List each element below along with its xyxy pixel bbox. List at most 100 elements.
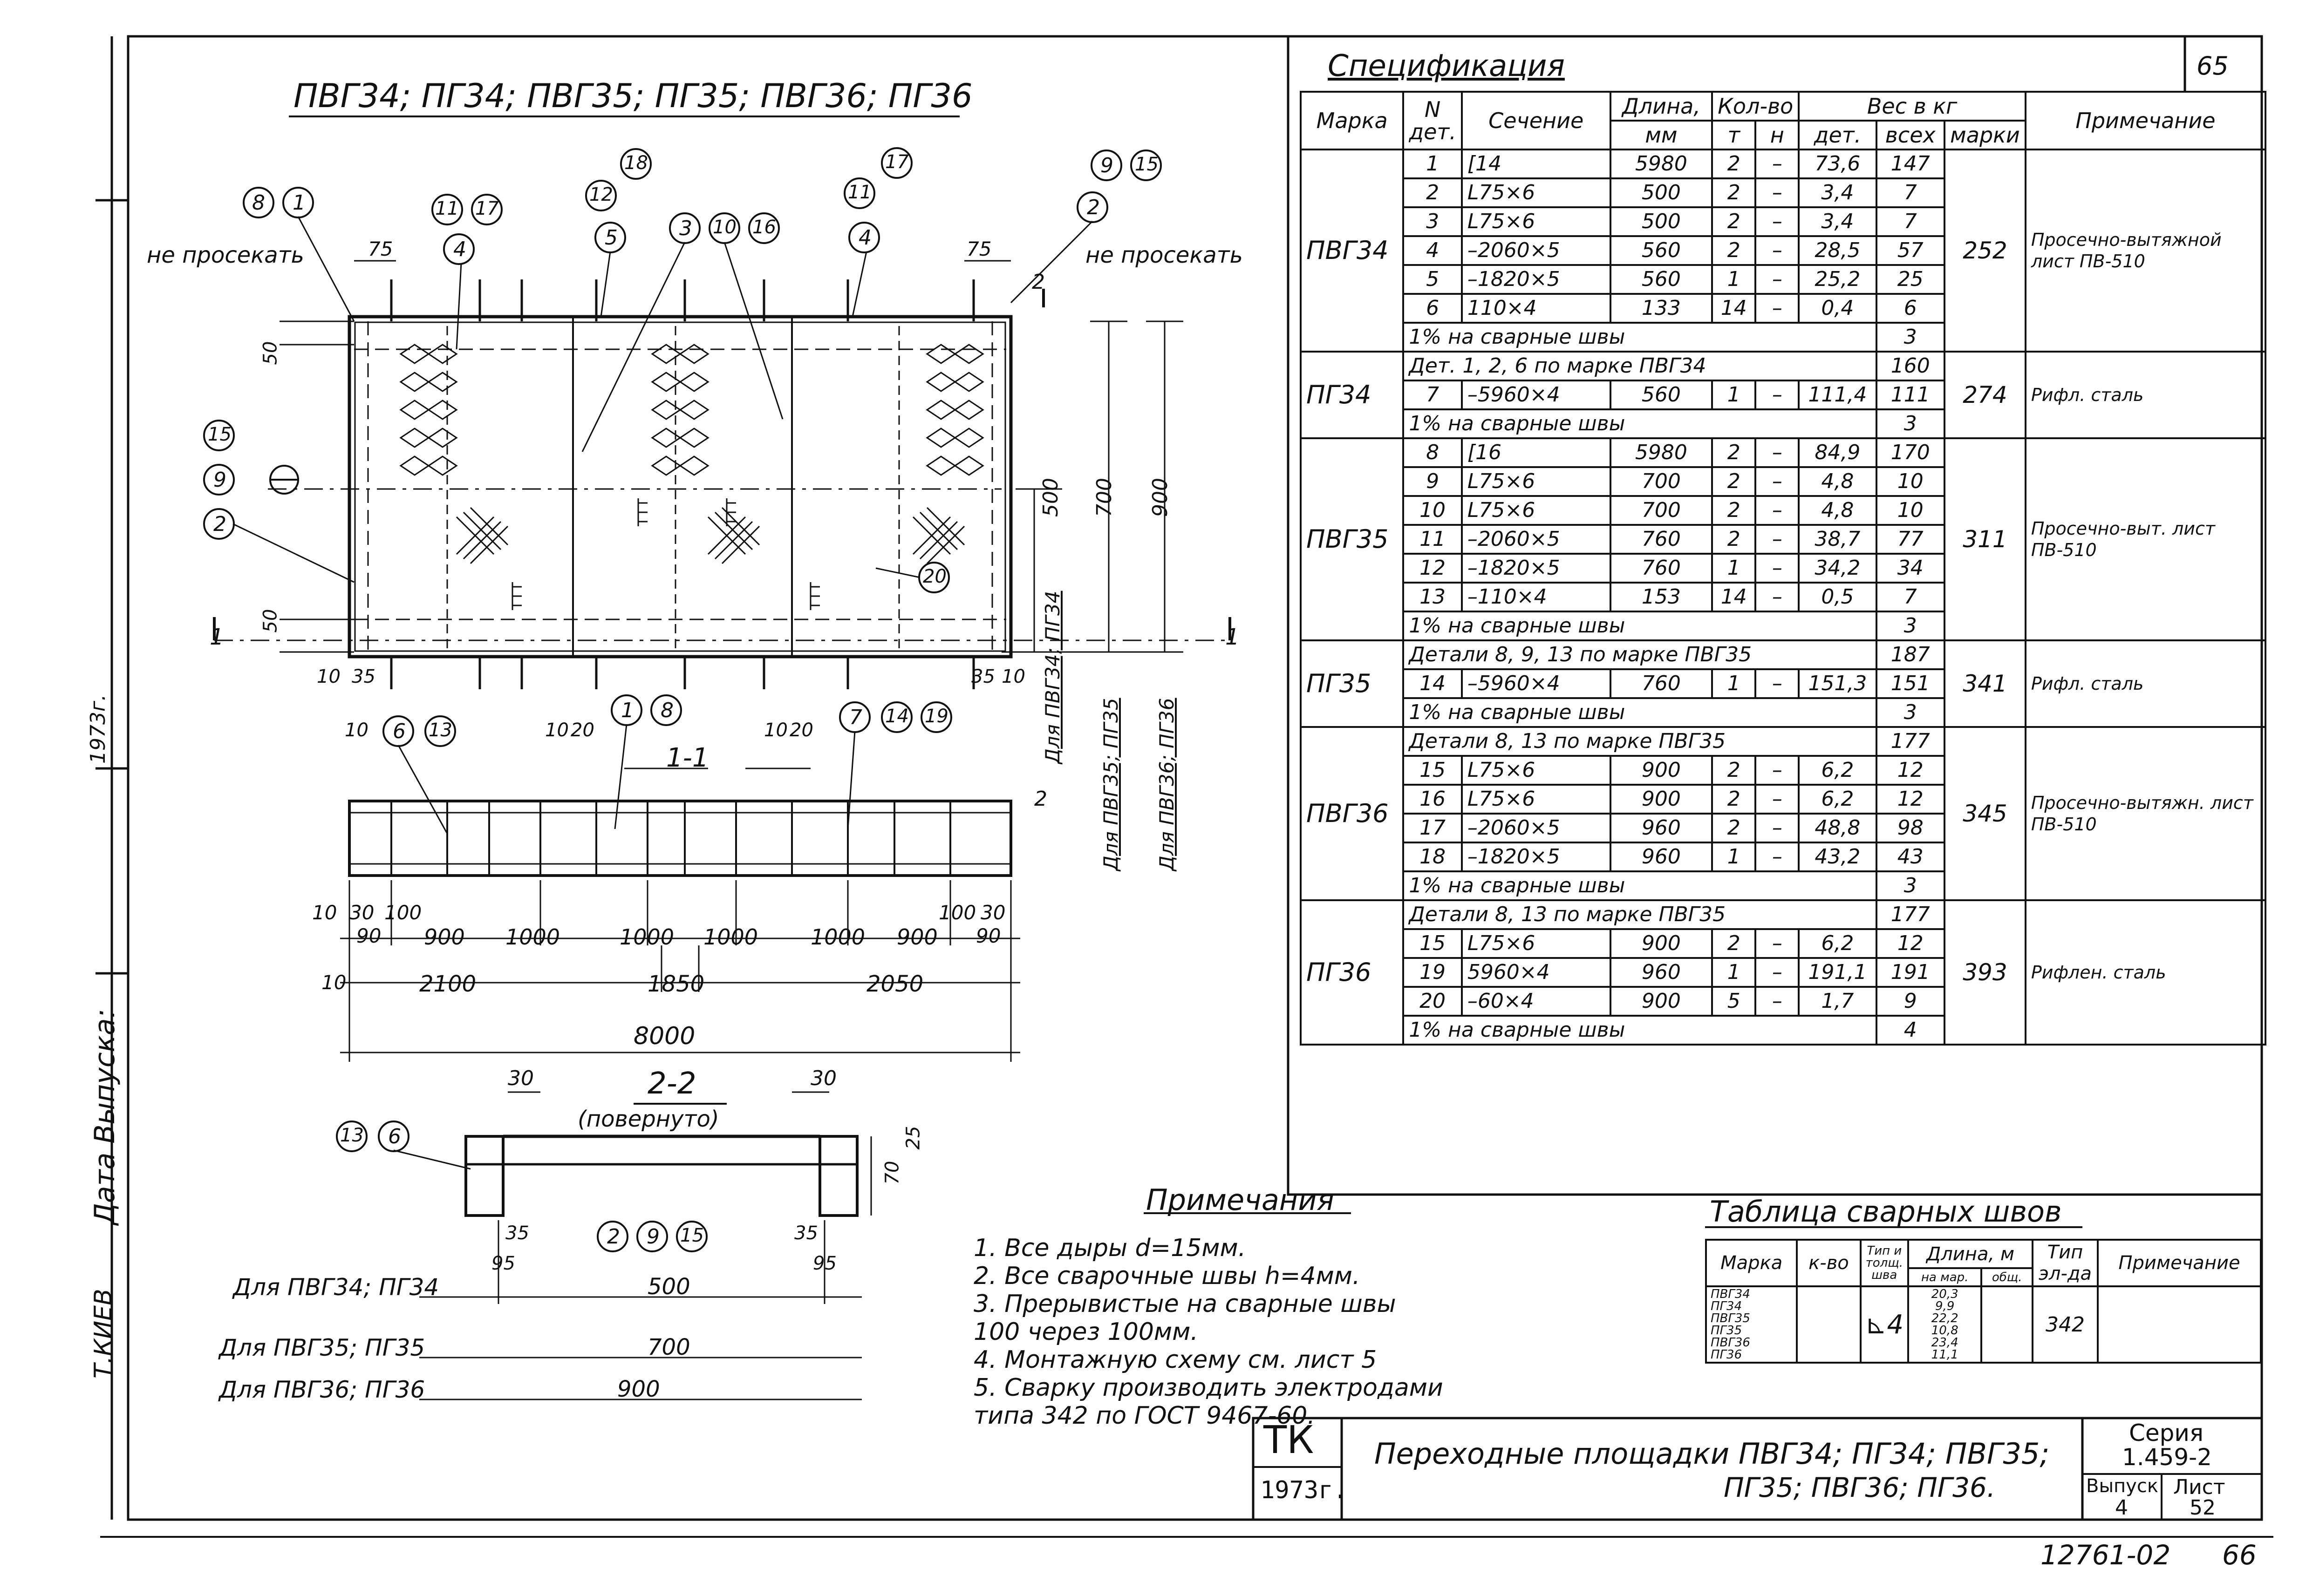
spec-cell: –1820×5 [1460,264,1611,295]
spec-cell: [14 [1460,149,1611,179]
dim: 50 [259,609,281,633]
spec-cell: – [1754,842,1800,872]
spec-group-note: Рифл. сталь [2024,639,2267,728]
spec-cell: 900 [1609,986,1713,1017]
spec-cell: 1 [1711,553,1757,584]
callout: 15 [208,424,232,445]
hdr-length: Длина, [1609,91,1713,122]
welds-length: 9,9 [1935,1299,1955,1313]
dim-label-v: Для ПВГ36; ПГ36 [1155,698,1178,871]
dim: 10 [545,720,569,741]
spec-weld-text: 1% на сварные швы [1402,697,1877,728]
spec-cell: 98 [1875,813,1946,843]
section-mark-1-right: 1 [1225,624,1240,650]
spec-cell: 3,4 [1798,206,1877,237]
spec-weld-value: 3 [1875,322,1946,353]
callout: 2 [213,512,226,536]
spec-cell: 960 [1609,957,1713,988]
spec-cell: 12 [1875,784,1946,815]
spec-cell: – [1754,149,1800,179]
spec-cell: 25,2 [1798,264,1877,295]
spec-cell: 28,5 [1798,235,1877,266]
spec-cell: 3,4 [1798,177,1877,208]
welds-hdr-len-one: на мар. [1907,1267,1983,1287]
callout: 9 [1100,154,1113,177]
welds-type: ⊾4 [1859,1285,1910,1364]
spec-cell: 6 [1875,293,1946,324]
spec-cell: 12 [1402,553,1463,584]
callout: 11 [435,198,459,219]
spec-cell: 43,2 [1798,842,1877,872]
spec-cell: 191,1 [1798,957,1877,988]
section-mark-1-left: 1 [210,624,224,650]
dim: 1000 [505,924,560,950]
for-pvg34-label: Для ПВГ34; ПГ34 [233,1274,439,1301]
spec-group-note: Просечно-выт. лист ПВ-510 [2024,437,2267,641]
spec-cell: 2 [1711,466,1757,497]
section-mark-2-top: 2 [1032,270,1045,294]
spec-cell: –1820×5 [1460,553,1611,584]
spec-cell: –2060×5 [1460,524,1611,555]
dim: 10 [317,666,341,687]
hdr-qty: Кол-во [1711,91,1800,122]
spec-cell: 77 [1875,524,1946,555]
section-11-label: 1-1 [666,743,709,773]
spec-group-total: 345 [1944,726,2026,901]
dim: 35 [505,1222,529,1244]
callout: 3 [679,217,692,240]
main-title: ПВГ34; ПГ34; ПВГ35; ПГ35; ПВГ36; ПГ36 [293,77,973,115]
dim: 2100 [419,971,477,997]
footer-code: 12761-02 [2040,1539,2171,1571]
spec-cell: 1 [1402,149,1463,179]
spec-cell: 19 [1402,957,1463,988]
tb-title-line1: Переходные площадки ПВГ34; ПГ34; ПВГ35; [1374,1437,2050,1471]
callout: 2 [1087,196,1100,219]
spec-weld-value: 3 [1875,408,1946,439]
spec-cell: 48,8 [1798,813,1877,843]
hdr-ndet: N дет. [1402,91,1463,150]
dim: 900 [424,924,465,950]
spec-pre-value: 177 [1875,726,1946,757]
dim: 8000 [634,1022,696,1050]
spec-cell: 2 [1711,813,1757,843]
callout: 6 [388,1125,401,1148]
dim: 1000 [703,924,758,950]
welds-mark: ПГ35 [1711,1324,1742,1338]
welds-mark: ПГ36 [1711,1348,1742,1362]
callout: 2 [607,1225,620,1249]
weld-type-icon: ⊾ [1865,1309,1887,1340]
dim-label-v: Для ПВГ34; ПГ34 [1041,591,1064,764]
dim: 10 [1002,666,1025,687]
spec-cell: 43 [1875,842,1946,872]
spec-group-note: Рифл. сталь [2024,351,2267,439]
spec-cell: 2 [1711,177,1757,208]
spec-cell: 700 [1609,466,1713,497]
spec-cell: L75×6 [1460,177,1611,208]
spec-cell: 1 [1711,957,1757,988]
callout: 1 [293,191,306,215]
spec-cell: –5960×4 [1460,668,1611,699]
spec-cell: 2 [1402,177,1463,208]
spec-cell: – [1754,293,1800,324]
spec-cell: 133 [1609,293,1713,324]
spec-cell: 2 [1711,206,1757,237]
callout: 7 [849,706,862,729]
welds-length: 22,2 [1931,1311,1958,1325]
hdr-qty-t: т [1711,120,1757,150]
spec-cell: L75×6 [1460,466,1611,497]
spec-group-mark: ПГ35 [1299,639,1405,728]
hdr-length-unit: мм [1609,120,1713,150]
spec-cell: 147 [1875,149,1946,179]
spec-cell: 84,9 [1798,437,1877,468]
callout: 13 [340,1125,364,1146]
spec-group-note: Рифлен. сталь [2024,899,2267,1046]
